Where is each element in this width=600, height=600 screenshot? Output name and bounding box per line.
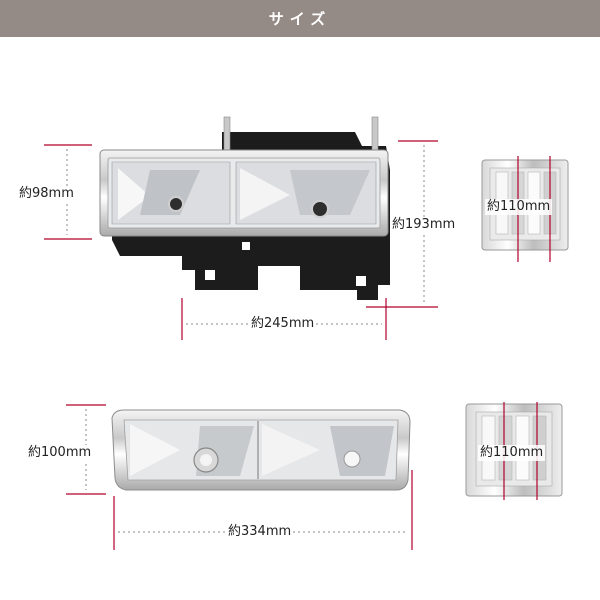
corner-light-top-width-label: 約110mm [485,199,553,215]
bumper-light-height-label: 約100mm [26,445,94,461]
headlight-width-label: 約245mm [249,316,317,332]
mount-hole [242,242,250,250]
headlight-height-label: 約98mm [17,186,76,202]
headlight-image [99,116,390,300]
adjuster-pin [223,116,231,156]
header-title: サイズ [268,10,332,28]
headlight-dimensions [44,140,438,340]
headlight-total-height-label: 約193mm [390,217,458,233]
mount-hole [205,270,215,280]
header-bar: サイズ [0,0,600,37]
bumper-light-image [111,409,411,491]
bumper-light-width-label: 約334mm [226,524,294,540]
mount-hole [356,276,366,286]
corner-light-bottom-width-label: 約110mm [478,445,546,461]
